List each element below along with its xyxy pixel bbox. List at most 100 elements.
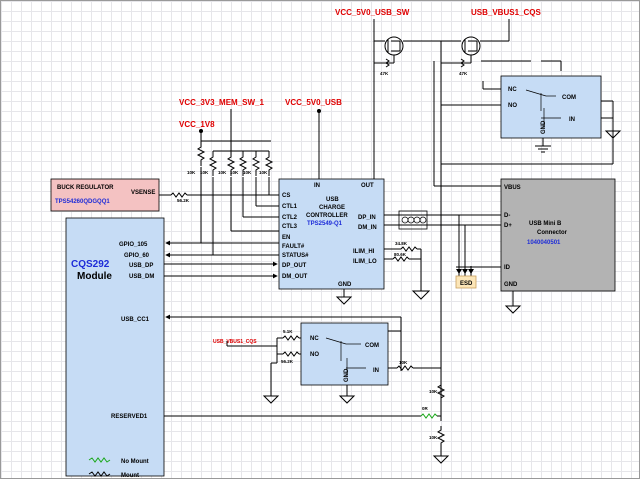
controller-pin-ctl3: CTL3: [282, 224, 298, 230]
net-label-usb-vbus1-cqs-low: USB_VBUS1_CQS: [213, 339, 257, 345]
pullup-label-4: 10K: [230, 170, 239, 175]
switch-top: [500, 75, 602, 153]
buck-title: BUCK REGULATOR: [57, 185, 114, 191]
cqs-pin-gpio60: GPIO_60: [124, 253, 150, 259]
switch-bottom-nc: NC: [310, 336, 319, 342]
switch-bottom-in: IN: [373, 368, 379, 374]
cqs-pin-reserved1: RESERVED1: [111, 414, 148, 420]
switch-top-com: COM: [562, 95, 576, 101]
cqs-pin-usb-dp: USB_DP: [129, 263, 153, 269]
connector-part: 1040040501: [527, 240, 561, 246]
cqs-pin-gpio105: GPIO_105: [119, 242, 148, 248]
bottom-res-label-3: 10K: [429, 435, 438, 440]
connector-pin-id: ID: [504, 265, 511, 271]
ground-symbol-top-right: [604, 118, 622, 139]
pullup-resistors: [196, 140, 279, 255]
bottom-res-label-1: 10K: [429, 389, 438, 394]
buck-part: TPS54260QDGQQ1: [55, 199, 110, 205]
controller-title-3: CONTROLLER: [306, 213, 348, 219]
legend: [88, 457, 111, 477]
switch-bottom-res-label-3: 10K: [399, 360, 408, 365]
fet-resistor-label-1: 47K: [380, 71, 389, 76]
controller-pin-dm-in: DM_IN: [358, 225, 377, 231]
bottom-divider: [414, 381, 450, 464]
controller-ground-symbol: [335, 289, 353, 305]
cqs292-name: CQS292: [71, 259, 110, 270]
buck-regulator-box: [50, 178, 160, 212]
connector-pin-vbus: VBUS: [504, 185, 521, 191]
usb-charge-controller-box: [278, 178, 385, 290]
controller-pin-ctl2: CTL2: [282, 215, 298, 221]
controller-gnd: GND: [338, 282, 352, 288]
bottom-res-label-2: 0R: [422, 406, 429, 411]
switch-bottom-res-label-1: 5.1K: [283, 329, 293, 334]
controller-out: OUT: [361, 183, 374, 189]
net-label-vcc-3v3-mem-sw-1: VCC_3V3_MEM_SW_1: [179, 98, 264, 107]
connector-pin-dminus: D-: [504, 213, 510, 219]
switch-bottom-box: [300, 322, 389, 386]
pullup-label-5: 10K: [243, 170, 252, 175]
connector-title-2: Connector: [537, 230, 568, 236]
controller-in: IN: [314, 183, 320, 189]
connector-pin-gnd: GND: [504, 282, 518, 288]
legend-mount: Mount: [121, 473, 139, 479]
switch-bottom-internals: [325, 337, 366, 404]
fet-left: [373, 29, 461, 179]
net-label-vcc-5v0-usb-sw: VCC_5V0_USB_SW: [335, 8, 410, 17]
legend-no-mount: No Mount: [121, 459, 149, 465]
controller-part: TPS2549-Q1: [307, 221, 343, 227]
connector-title-1: USB Mini B: [529, 221, 562, 227]
switch-bottom-com: COM: [365, 343, 379, 349]
controller-pin-dp-out: DP_OUT: [282, 263, 307, 269]
switch-top-nc: NC: [508, 87, 517, 93]
switch-bottom-wiring: [226, 330, 441, 404]
usb-mini-b-connector-box: [500, 178, 616, 292]
controller-title-1: USB: [326, 197, 339, 203]
controller-title-2: CHARGE: [319, 205, 345, 211]
connector-pin-dplus: D+: [504, 223, 512, 229]
cqs292-module-box: [65, 217, 165, 477]
pullup-label-1: 10K: [187, 170, 196, 175]
net-label-vcc-5v0-usb: VCC_5V0_USB: [285, 98, 342, 107]
buck-wiring: [159, 192, 279, 198]
net-label-usb-vbus1-cqs: USB_VBUS1_CQS: [471, 8, 541, 17]
esd-diodes: [456, 266, 474, 276]
ilim-resistor-label-1: 34.8K: [395, 241, 408, 246]
fet-resistor-label-2: 47K: [459, 71, 468, 76]
switch-top-no: NO: [508, 103, 517, 109]
net-stubs: [199, 19, 510, 179]
connector-ground-symbol: [504, 291, 522, 314]
buck-resistor-label: 56.2K: [177, 198, 190, 203]
pullup-label-2: 10K: [200, 170, 209, 175]
cqs292-sub: Module: [77, 271, 112, 282]
controller-pin-status: STATUS#: [282, 253, 309, 259]
cqs-controller-wiring: [164, 240, 414, 417]
top-wiring: [433, 60, 614, 421]
esd-label-box: [455, 275, 477, 289]
esd-label: ESD: [460, 281, 473, 287]
fet-right: [440, 29, 510, 68]
data-line-wiring: [384, 210, 501, 276]
pullup-label-3: 10K: [218, 170, 227, 175]
controller-pin-cs: CS: [282, 193, 290, 199]
controller-pin-fault: FAULT#: [282, 244, 305, 250]
cqs-pin-usb-cc1: USB_CC1: [121, 317, 150, 323]
ilim-resistors: [384, 246, 431, 300]
cqs-pin-usb-dm: USB_DM: [129, 274, 154, 280]
controller-pin-ilim-lo: ILIM_LO: [353, 259, 377, 265]
controller-pin-dm-out: DM_OUT: [282, 274, 308, 280]
switch-bottom-res-label-2: 56.2K: [281, 359, 294, 364]
switch-bottom-no: NO: [310, 352, 319, 358]
controller-pin-ctl1: CTL1: [282, 204, 298, 210]
pullup-label-6: 10K: [259, 170, 268, 175]
net-label-vcc-1v8: VCC_1V8: [179, 120, 215, 129]
buck-pin-vsense: VSENSE: [131, 190, 155, 196]
controller-pin-dp-in: DP_IN: [358, 215, 376, 221]
ilim-resistor-label-2: 80.6K: [394, 252, 407, 257]
controller-pin-en: EN: [282, 235, 290, 241]
controller-pin-ilim-hi: ILIM_HI: [353, 249, 375, 255]
switch-top-gnd: GND: [541, 120, 547, 134]
switch-top-in: IN: [569, 117, 575, 123]
